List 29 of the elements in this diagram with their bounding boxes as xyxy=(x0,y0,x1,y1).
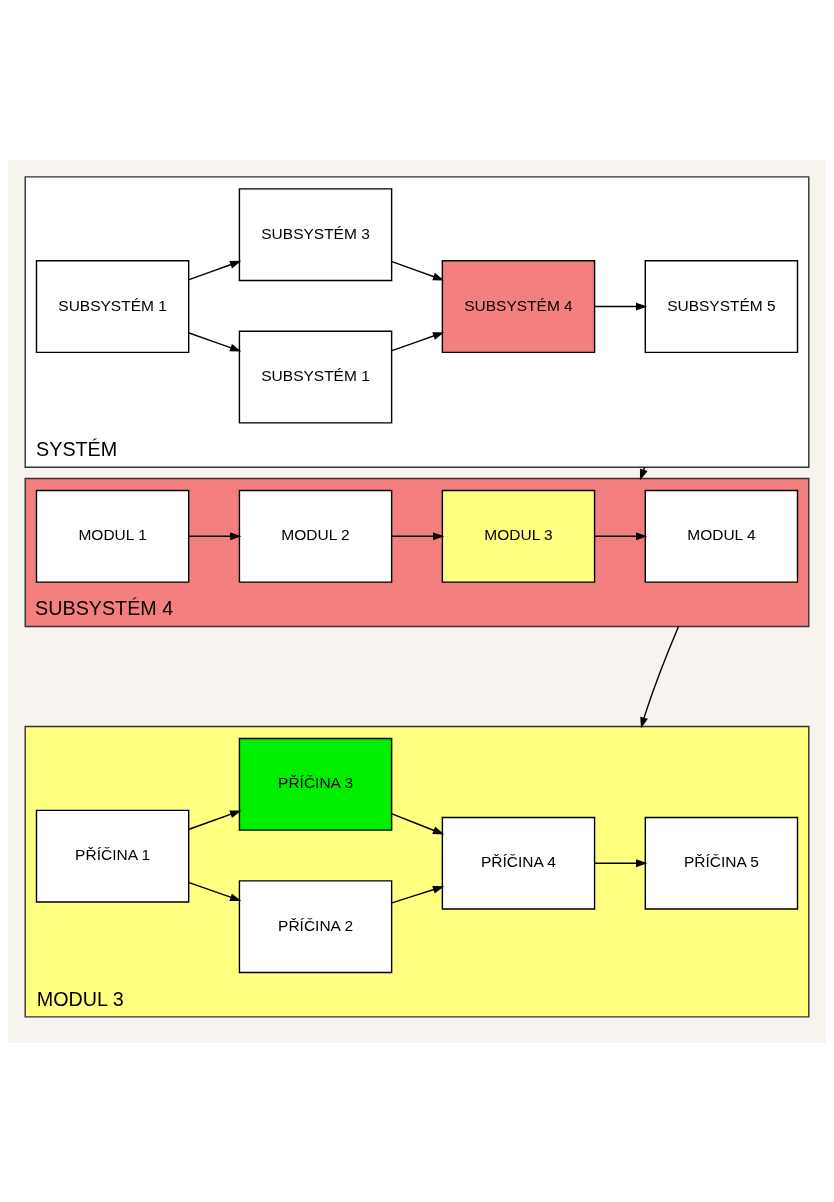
arrow xyxy=(391,331,445,351)
node-box: MODUL 3 xyxy=(441,489,596,583)
node-box: SUBSYSTÉM 4 xyxy=(441,259,596,353)
node-box: PŘÍČINA 1 xyxy=(35,809,190,903)
arrow xyxy=(188,331,242,351)
arrow xyxy=(594,858,648,867)
arrow xyxy=(594,302,648,310)
node-box: MODUL 4 xyxy=(644,489,799,583)
node-box: PŘÍČINA 5 xyxy=(644,816,799,910)
node-box: SUBSYSTÉM 1 xyxy=(35,259,190,353)
node-box: SUBSYSTÉM 5 xyxy=(644,259,799,353)
arrow xyxy=(188,260,242,280)
arrow xyxy=(391,812,445,834)
node-box: MODUL 1 xyxy=(35,489,190,583)
node-box: PŘÍČINA 4 xyxy=(441,816,596,910)
arrow xyxy=(188,809,242,830)
arrow xyxy=(640,625,680,729)
arrow xyxy=(188,881,242,901)
arrow xyxy=(594,531,648,540)
arrow xyxy=(188,531,242,540)
arrow xyxy=(639,466,648,480)
node-box: PŘÍČINA 3 xyxy=(238,737,393,831)
node-box: SUBSYSTÉM 1 xyxy=(238,330,393,424)
arrow xyxy=(391,531,445,540)
arrow xyxy=(391,260,445,280)
node-box: SUBSYSTÉM 3 xyxy=(238,187,393,281)
node-box: MODUL 2 xyxy=(238,489,393,583)
arrow xyxy=(391,885,445,904)
node-box: PŘÍČINA 2 xyxy=(238,879,393,973)
